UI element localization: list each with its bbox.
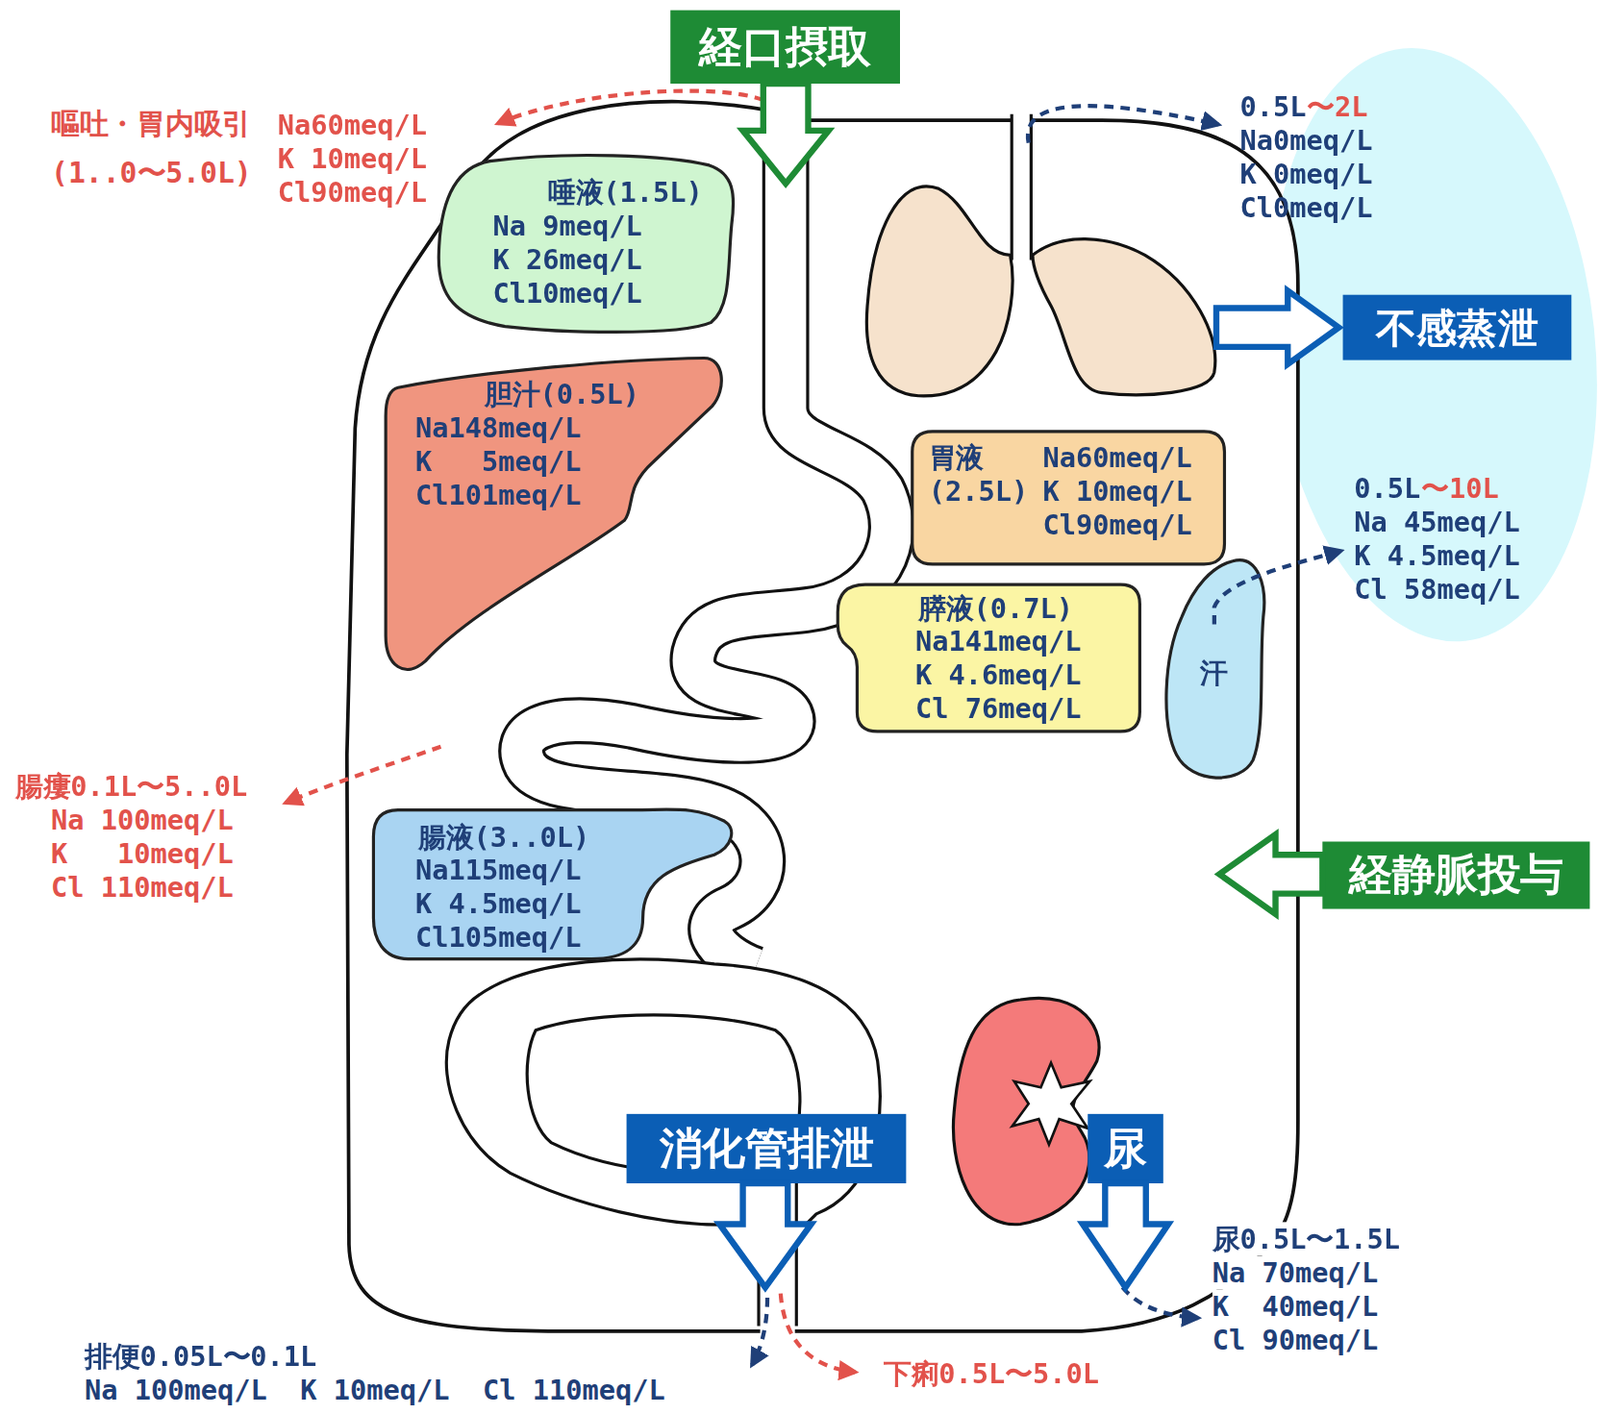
dashed-flow-arrow bbox=[498, 91, 764, 125]
body-outline bbox=[347, 101, 1299, 1332]
value-label: K 40meq/L bbox=[1212, 1289, 1379, 1324]
hollow-flow-arrow bbox=[1216, 290, 1339, 364]
organ-outline bbox=[438, 155, 733, 333]
node-text: 経口摂取 bbox=[699, 23, 871, 71]
title-box: 経静脈投与 bbox=[1322, 842, 1590, 910]
node-text: Na 9meq/L bbox=[493, 209, 643, 244]
value-label: Cl 110meq/L bbox=[50, 870, 234, 904]
fluid-organ: 汗 bbox=[1161, 555, 1269, 783]
value-label: K 10meq/L bbox=[277, 142, 427, 176]
title-box: 消化管排泄 bbox=[626, 1114, 907, 1184]
fluid-organ: 胃液 (2.5L)Na60meq/LK 10meq/LCl90meq/L bbox=[905, 428, 1227, 568]
value-label: Cl0meq/L bbox=[1239, 190, 1373, 225]
node-text: K 4.6meq/L bbox=[915, 657, 1082, 692]
node-text: K 10meq/L bbox=[1043, 474, 1193, 508]
value-label: 〜10L bbox=[1421, 471, 1499, 505]
value-label: Na 100meq/L K 10meq/L Cl 110meq/L bbox=[84, 1373, 666, 1407]
title-box: 不感蒸泄 bbox=[1343, 295, 1573, 361]
node-text: Cl10meq/L bbox=[493, 276, 643, 311]
node-text: 消化管排泄 bbox=[659, 1125, 875, 1173]
value-label: Na0meq/L bbox=[1239, 123, 1373, 157]
fluid-organ: 腸液(3..0L)Na115meq/LK 4.5meq/LCl105meq/L bbox=[367, 805, 737, 961]
node-text: Cl101meq/L bbox=[415, 478, 582, 513]
value-label: 0.5L bbox=[1239, 89, 1306, 124]
organ-outline bbox=[912, 431, 1225, 565]
value-label: Na 100meq/L bbox=[50, 802, 234, 837]
value-label: 嘔吐・胃内吸引 (1..0〜5.0L) bbox=[50, 100, 291, 199]
value-label: Na60meq/L bbox=[277, 107, 427, 142]
value-label: Cl 58meq/L bbox=[1353, 572, 1521, 606]
node-text: 経静脈投与 bbox=[1349, 851, 1564, 900]
organ-outline bbox=[1166, 560, 1265, 778]
node-text: Cl 76meq/L bbox=[915, 692, 1082, 726]
value-label: K 0meq/L bbox=[1239, 156, 1373, 191]
dashed-flow-arrow bbox=[780, 1294, 855, 1374]
value-label: 〜2L bbox=[1306, 89, 1368, 124]
organ-outline bbox=[385, 357, 722, 670]
node-text: Cl90meq/L bbox=[1043, 507, 1193, 542]
renal-pelvis bbox=[1012, 1063, 1091, 1146]
node-text: Cl105meq/L bbox=[415, 920, 582, 954]
value-label: 尿0.5L〜1.5L bbox=[1212, 1222, 1400, 1256]
hollow-flow-arrow bbox=[743, 83, 829, 184]
node-text: Na141meq/L bbox=[915, 624, 1082, 658]
value-label: K 10meq/L bbox=[50, 836, 234, 871]
node-text: 胃液 (2.5L) bbox=[928, 440, 1042, 508]
hollow-flow-arrow bbox=[719, 1183, 812, 1288]
lung-left bbox=[866, 186, 1013, 397]
node-text: Na115meq/L bbox=[415, 852, 582, 887]
dashed-flow-arrow bbox=[1122, 1287, 1199, 1319]
node-text: 尿 bbox=[1103, 1125, 1148, 1173]
node-text: 胆汁(0.5L) bbox=[484, 377, 640, 412]
colon bbox=[446, 959, 880, 1225]
dashed-flow-arrow bbox=[751, 1298, 768, 1366]
hollow-flow-arrow bbox=[1082, 1183, 1169, 1288]
node-text: 不感蒸泄 bbox=[1375, 304, 1540, 350]
value-label: Na 45meq/L bbox=[1353, 504, 1521, 539]
node-text: K 5meq/L bbox=[415, 445, 582, 479]
value-label: K 4.5meq/L bbox=[1353, 538, 1521, 573]
title-box: 経口摂取 bbox=[670, 10, 900, 84]
fluid-organ: 唾液(1.5L)Na 9meq/LK 26meq/LCl10meq/L bbox=[433, 152, 738, 335]
rectum-lumen bbox=[760, 1169, 796, 1339]
dashed-flow-arrow bbox=[285, 747, 441, 803]
node-text: 唾液(1.5L) bbox=[548, 175, 703, 210]
hollow-flow-arrow bbox=[1219, 834, 1323, 915]
node-text: K 4.5meq/L bbox=[415, 886, 582, 921]
kidney bbox=[952, 998, 1100, 1225]
node-text: 膵液(0.7L) bbox=[918, 592, 1074, 626]
organ-outline bbox=[837, 584, 1140, 732]
value-label: Cl90meq/L bbox=[277, 175, 427, 210]
lung-right bbox=[1032, 239, 1216, 396]
node-text: 腸液(3..0L) bbox=[418, 820, 590, 854]
organ-outline bbox=[373, 809, 731, 959]
dashed-flow-arrow bbox=[1214, 550, 1342, 625]
fluid-organ: 膵液(0.7L)Na141meq/LK 4.6meq/LCl 76meq/L bbox=[834, 581, 1143, 735]
node-text: 汗 bbox=[1200, 655, 1228, 690]
fluid-organ: 胆汁(0.5L)Na148meq/LK 5meq/LCl101meq/L bbox=[379, 354, 727, 674]
node-text: Na148meq/L bbox=[415, 411, 582, 446]
value-label: Na 70meq/L bbox=[1212, 1255, 1379, 1290]
value-label: Cl 90meq/L bbox=[1212, 1323, 1379, 1357]
dashed-flow-arrow bbox=[1027, 105, 1219, 143]
trachea-inner bbox=[1013, 112, 1030, 264]
value-label: 下痢0.5L〜5.0L bbox=[883, 1356, 1100, 1391]
value-label: 0.5L bbox=[1353, 471, 1421, 505]
value-label: 排便0.05L〜0.1L bbox=[84, 1339, 317, 1374]
title-box: 尿 bbox=[1087, 1114, 1164, 1184]
node-text: K 26meq/L bbox=[493, 243, 643, 277]
node-text: Na60meq/L bbox=[1043, 440, 1193, 475]
value-label: 腸瘻0.1L〜5..0L bbox=[15, 769, 248, 803]
